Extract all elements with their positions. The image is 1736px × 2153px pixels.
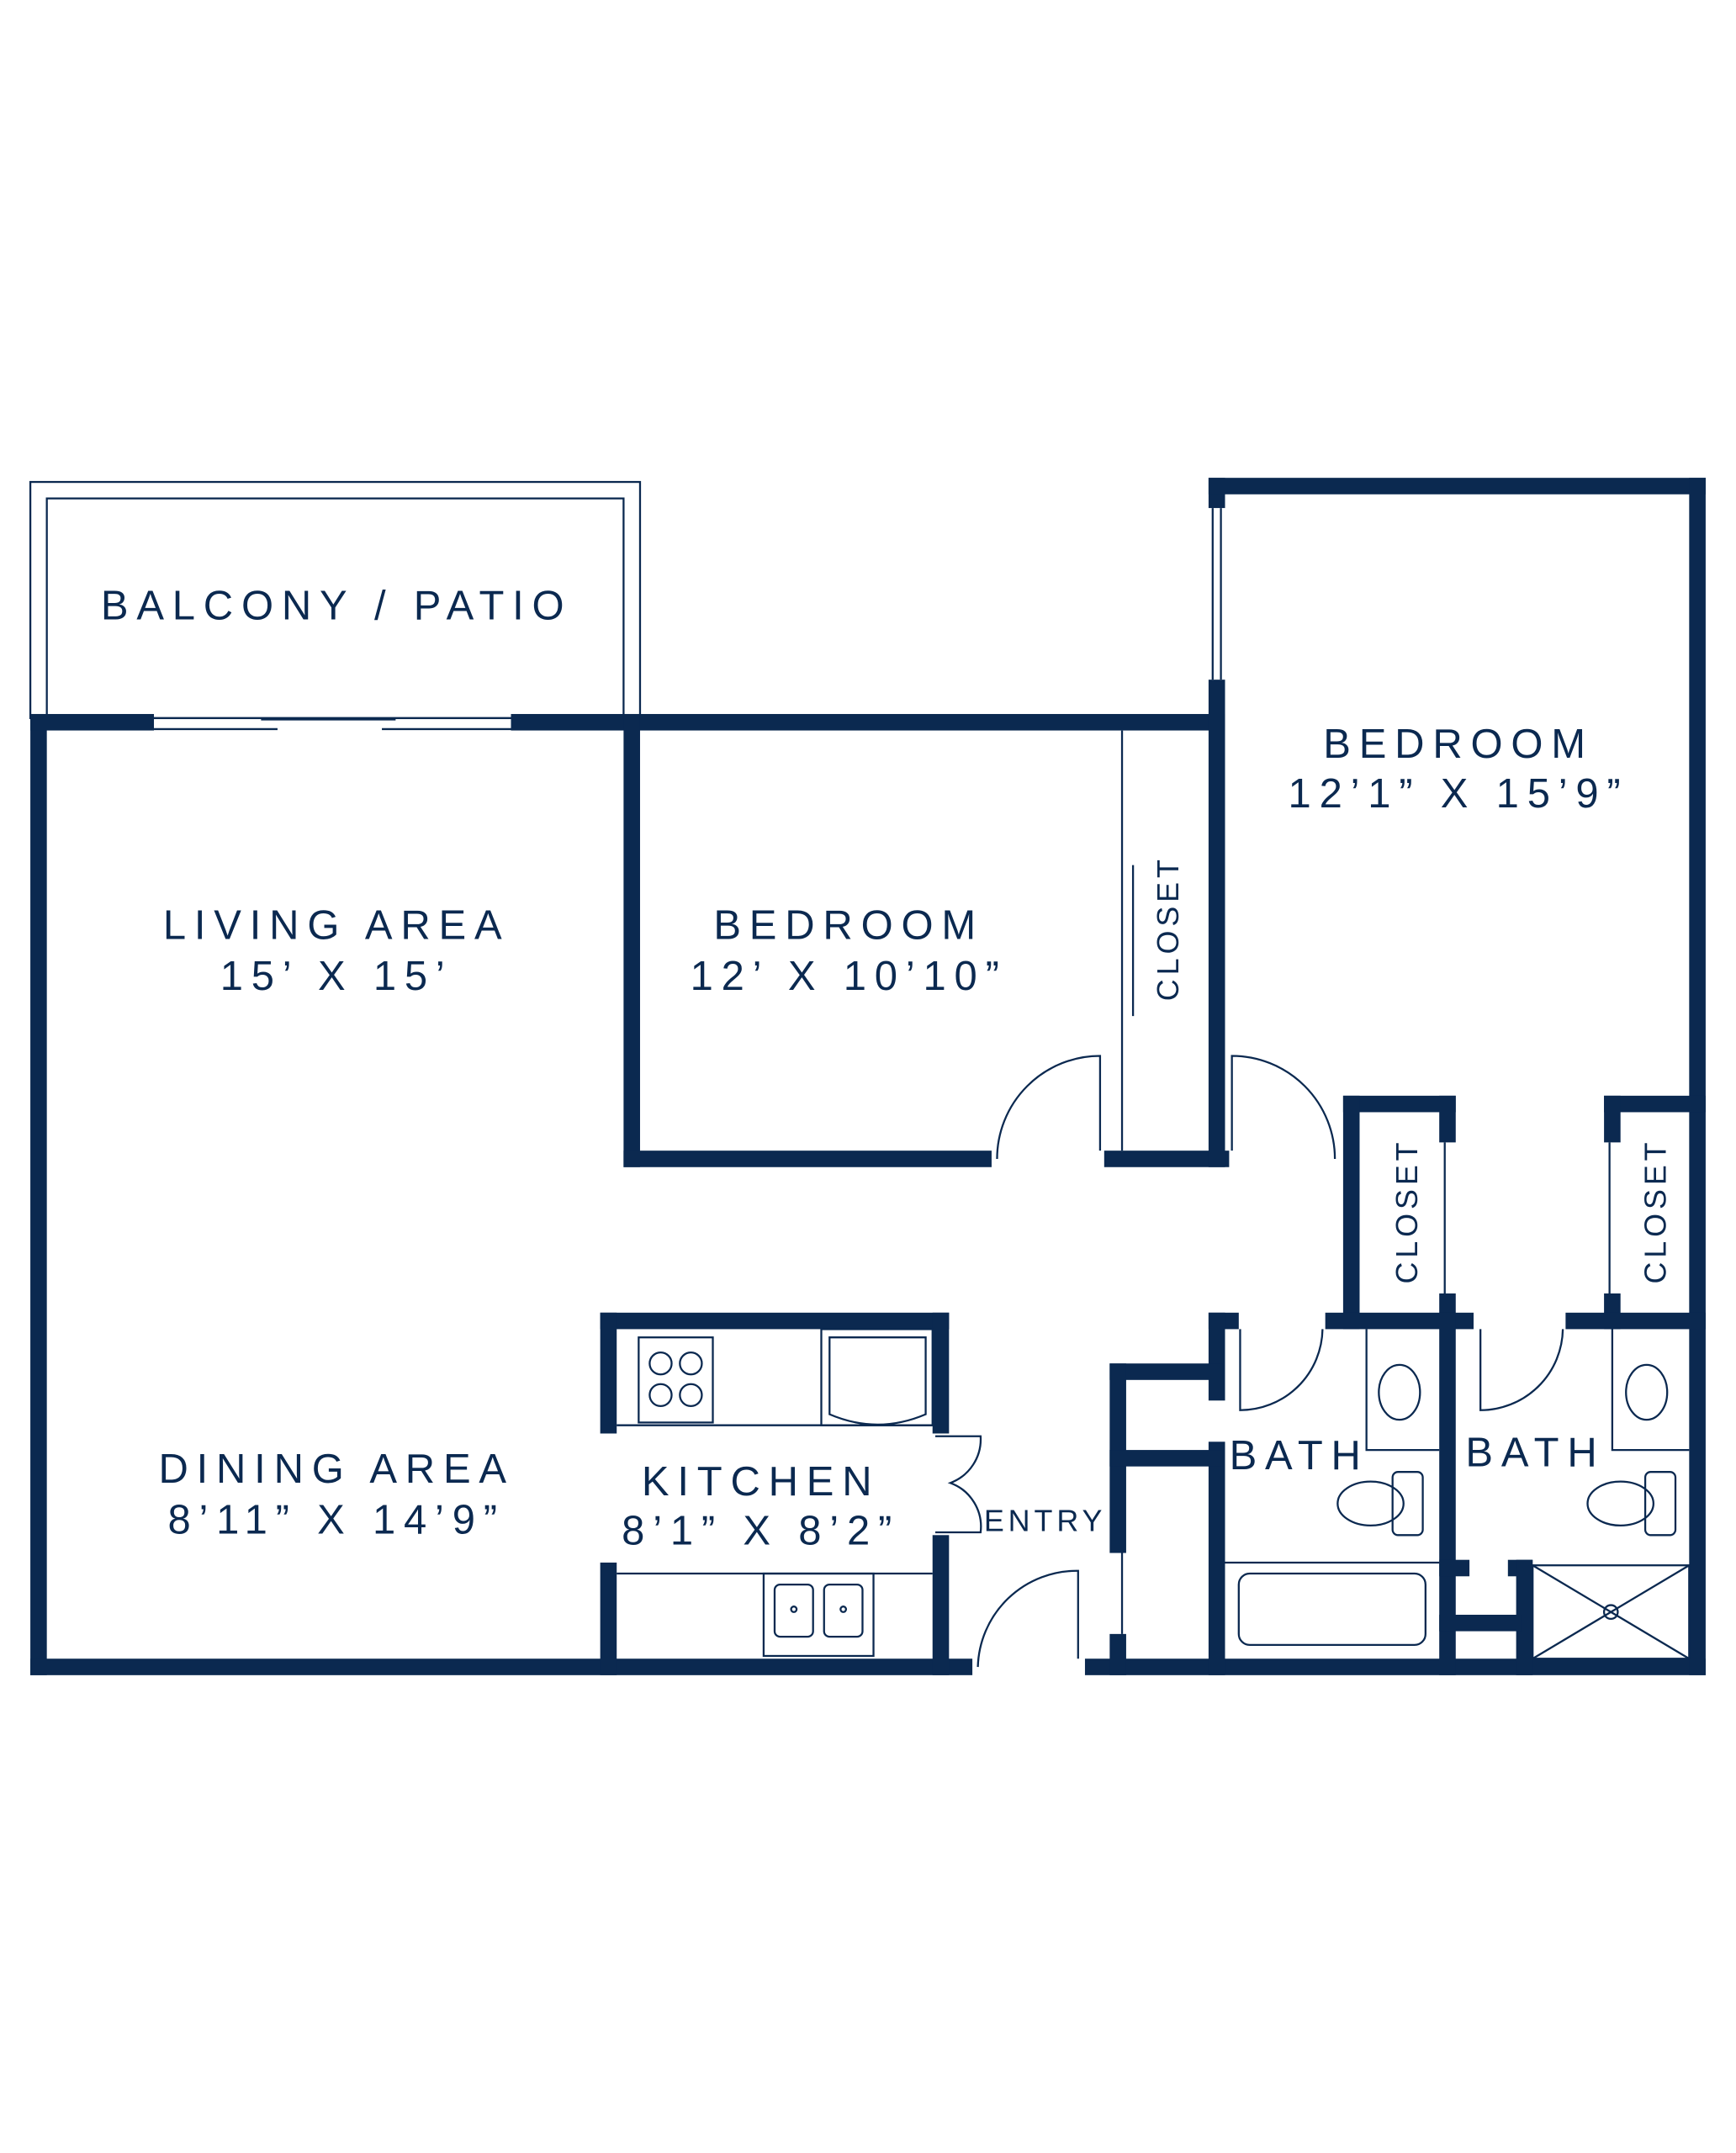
bathtub-icon (1237, 1572, 1426, 1647)
window (1211, 508, 1222, 680)
doors (935, 1055, 1564, 1668)
entry-label: ENTRY (984, 1503, 1107, 1537)
sink-icon (1625, 1363, 1669, 1421)
bath-fixtures (1225, 1329, 1691, 1660)
bath1-label: BATH (1230, 1433, 1369, 1479)
bath2-label: BATH (1465, 1431, 1605, 1476)
bedroom1-label: BEDROOM (713, 903, 984, 949)
toilet-icon (1391, 1471, 1424, 1537)
kitchen-fixtures (617, 1328, 934, 1658)
toilet-icon (1643, 1471, 1677, 1537)
dining-label: DINING AREA (158, 1447, 514, 1492)
closet3-label: CLOSET (1638, 1138, 1673, 1283)
living-size: 15’ X 15’ (220, 954, 453, 999)
kitchen-size: 8’1” X 8’2” (622, 1509, 900, 1554)
closet1-label: CLOSET (1151, 855, 1185, 1001)
bedroom1-size: 12’ X 10’10” (691, 954, 1008, 999)
sliding-door (154, 718, 511, 731)
sink-icon (1378, 1363, 1421, 1421)
bedroom2-label: BEDROOM (1323, 722, 1594, 767)
sink-icon (762, 1572, 875, 1658)
kitchen-label: KITCHEN (642, 1459, 881, 1505)
closet-doors (1120, 730, 1611, 1634)
balcony (29, 480, 642, 720)
shower-icon (1532, 1564, 1691, 1660)
balcony-label: BALCONY / PATIO (101, 583, 573, 628)
bedroom2-size: 12’1” X 15’9” (1289, 771, 1629, 817)
living-label: LIVING AREA (163, 903, 511, 949)
walls (30, 478, 1706, 1675)
fridge-icon (820, 1328, 934, 1426)
stove-icon (638, 1336, 714, 1424)
dining-size: 8’11” X 14’9” (167, 1498, 505, 1543)
closet2-label: CLOSET (1389, 1138, 1424, 1283)
